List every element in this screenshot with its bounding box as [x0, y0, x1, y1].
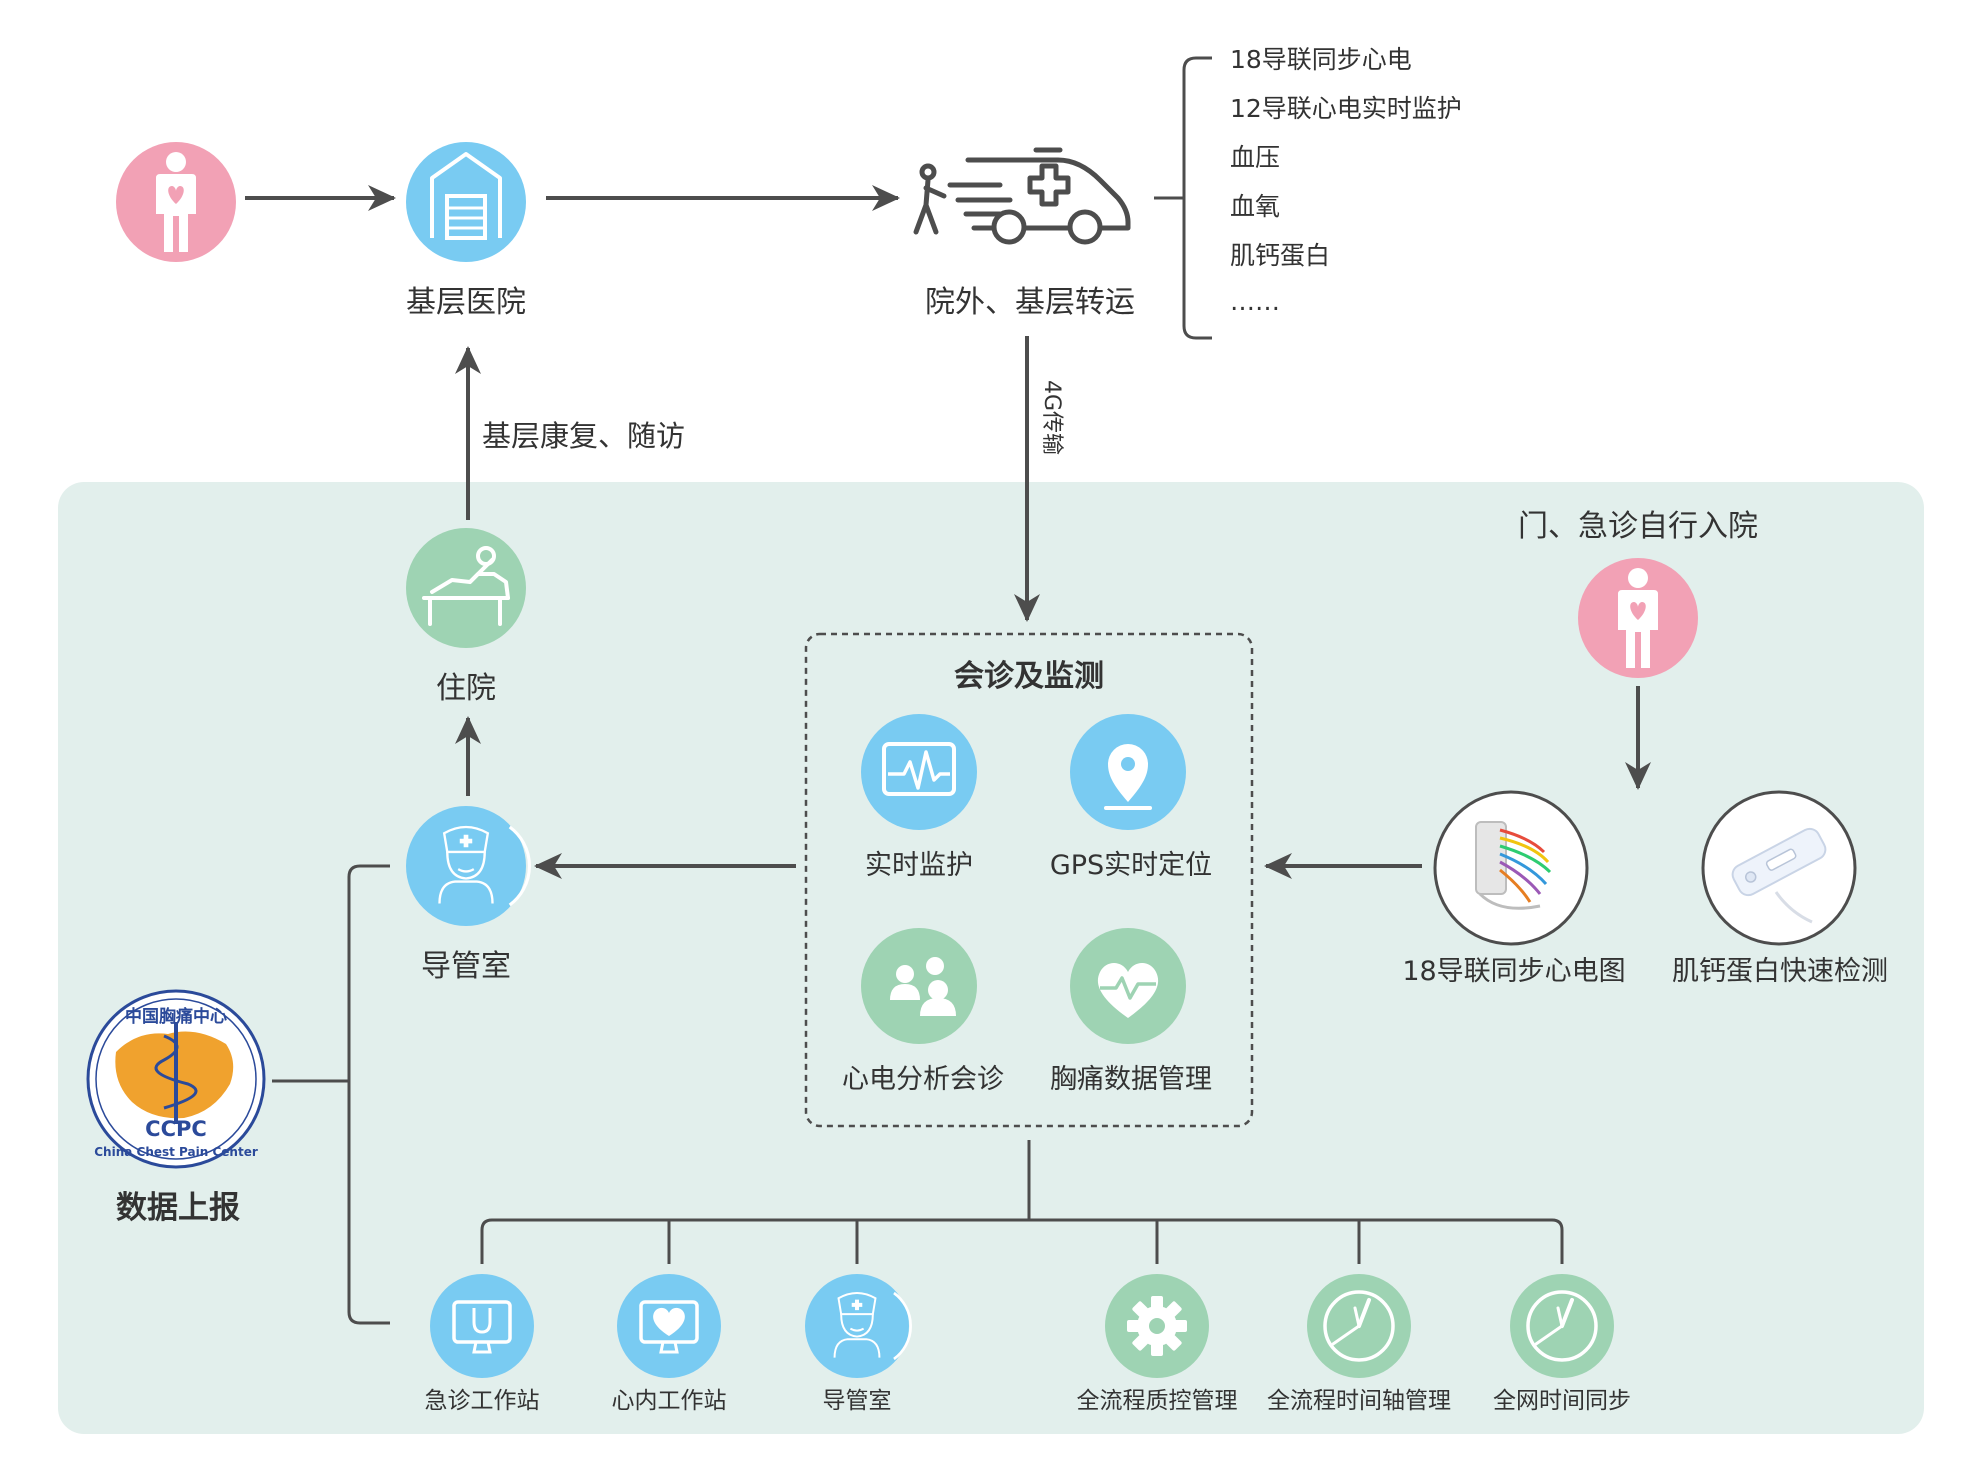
consult-box-title: 会诊及监测: [954, 659, 1104, 694]
patient-icon-self-admit: [1578, 558, 1698, 678]
workstation-label: 导管室: [823, 1388, 892, 1414]
workstation-label: 心内工作站: [612, 1388, 727, 1414]
workstation-timeline: 全流程时间轴管理: [1267, 1274, 1451, 1414]
hospital-label: 基层医院: [406, 285, 526, 320]
vitals-list: 18导联同步心电 12导联心电实时监护 血压 血氧 肌钙蛋白 ……: [1230, 45, 1462, 316]
consult-item-monitor: 实时监护: [861, 714, 977, 881]
ecg-device-label: 18导联同步心电图: [1402, 956, 1625, 987]
hospital-zone-panel: [58, 482, 1924, 1434]
vitals-item: 18导联同步心电: [1230, 45, 1412, 74]
consult-item-gps: GPS实时定位: [1050, 714, 1212, 881]
workstation-label: 全流程时间轴管理: [1267, 1388, 1451, 1414]
vitals-item: 肌钙蛋白: [1230, 241, 1330, 270]
workstation-quality-control: 全流程质控管理: [1077, 1274, 1238, 1414]
workstation-label: 全流程质控管理: [1077, 1388, 1238, 1414]
patient-icon-top: [116, 142, 236, 262]
monitor-stethoscope-icon: [430, 1274, 534, 1378]
workstation-time-sync: 全网时间同步: [1493, 1274, 1631, 1414]
inpatient-label: 住院: [436, 671, 496, 706]
vitals-item: 12导联心电实时监护: [1230, 94, 1462, 123]
logo-bottom-text: China Chest Pain Center: [94, 1145, 258, 1159]
vitals-item: ……: [1230, 287, 1280, 316]
workstation-label: 全网时间同步: [1493, 1388, 1631, 1414]
vitals-item: 血氧: [1230, 192, 1280, 221]
hospital-building-icon: [406, 142, 526, 262]
ecg-monitor-icon: [861, 714, 977, 830]
consult-item-label: 心电分析会诊: [842, 1064, 1004, 1095]
data-report-label: 数据上报: [116, 1190, 240, 1226]
consult-item-label: 实时监护: [865, 850, 973, 881]
consult-item-label: 胸痛数据管理: [1050, 1064, 1212, 1095]
cath-lab-icon: [406, 806, 532, 926]
cath-lab-label: 导管室: [421, 949, 511, 984]
workstation-cath-lab: 导管室: [805, 1274, 913, 1414]
consult-item-label: GPS实时定位: [1050, 850, 1212, 881]
ccpc-logo: 中国胸痛中心 CCPC China Chest Pain Center: [86, 989, 266, 1169]
report-connector: [272, 864, 390, 1325]
nurse-icon: [805, 1274, 909, 1378]
workstation-cardiology: 心内工作站: [612, 1274, 727, 1414]
ambulance-icon: [913, 147, 1131, 245]
transport-label: 院外、基层转运: [925, 285, 1135, 320]
logo-top-text: 中国胸痛中心: [125, 1006, 227, 1027]
transmission-label: 4G传输: [1039, 380, 1064, 455]
self-admit-label: 门、急诊自行入院: [1518, 509, 1758, 544]
troponin-test-photo: [1701, 790, 1857, 946]
consultation-group-icon: [861, 928, 977, 1044]
hospital-bed-icon: [406, 528, 526, 648]
workstation-tree: [480, 1140, 1564, 1264]
ecg-device-photo: [1433, 790, 1589, 946]
consult-item-data-mgmt: 胸痛数据管理: [1050, 928, 1212, 1095]
vitals-item: 血压: [1230, 143, 1280, 172]
workstation-emergency: 急诊工作站: [425, 1274, 540, 1414]
consult-box: [804, 632, 1254, 1128]
troponin-test-label: 肌钙蛋白快速检测: [1672, 956, 1888, 987]
logo-abbr: CCPC: [145, 1117, 207, 1141]
rehab-label: 基层康复、随访: [482, 419, 685, 453]
workstation-label: 急诊工作站: [425, 1388, 540, 1414]
vitals-bracket: [1154, 56, 1212, 340]
consult-item-ecg-consult: 心电分析会诊: [842, 928, 1004, 1095]
